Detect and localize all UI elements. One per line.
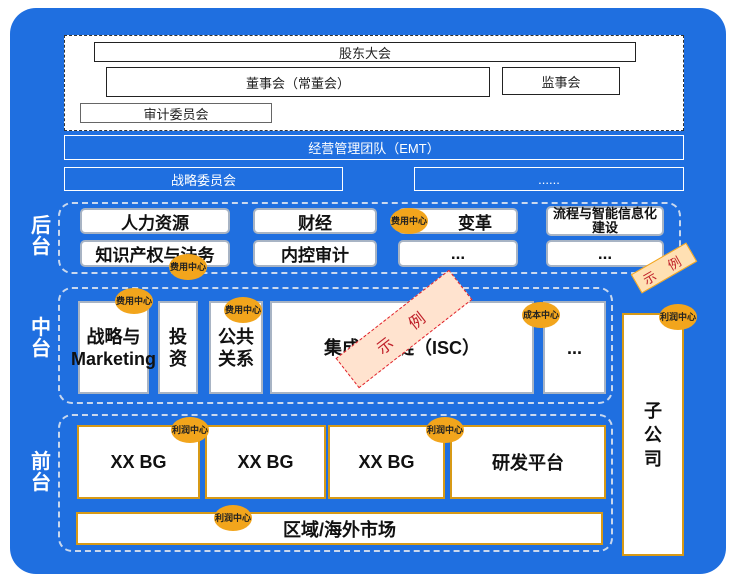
back-more-box-2: ... (546, 240, 664, 267)
ellipsis-bar-label: ...... (538, 171, 560, 187)
hr-label: 人力资源 (121, 213, 189, 233)
back-more-label-1: ... (450, 243, 466, 263)
ip-legal-box: 知识产权与法务 (80, 240, 230, 267)
tier-front-label: 前台 (31, 451, 51, 494)
investment-box: 投资 (158, 301, 198, 394)
shareholders-label: 股东大会 (338, 45, 391, 61)
back-more-label-2: ... (597, 243, 613, 263)
board-label: 董事会（常董会） (245, 75, 350, 91)
cost-center-badge-strategy: 费用中心 (115, 288, 153, 314)
finance-label: 财经 (298, 213, 332, 233)
reform-label: 变革 (458, 213, 492, 233)
tier-back-label: 后台 (31, 215, 51, 258)
emt-bar: 经营管理团队（EMT） (64, 135, 684, 160)
public-relations-label: 公共关系 (218, 326, 254, 369)
bg-label-2: XX BG (237, 451, 294, 472)
it-box: 流程与智能信息化建设 (546, 206, 664, 236)
costing-center-badge-isc: 成本中心 (522, 302, 560, 328)
audit-label: 审计委员会 (143, 106, 209, 122)
front-office-zone (58, 414, 613, 552)
supervisory-board: 监事会 (502, 67, 620, 95)
tier-middle-label: 中台 (31, 317, 51, 360)
finance-box: 财经 (253, 208, 377, 234)
bg-label-3: XX BG (358, 451, 415, 472)
strategy-marketing-box: 战略与Marketing (71, 301, 156, 394)
middle-office-zone (58, 287, 613, 404)
subsidiary-label: 子公司 (644, 400, 662, 469)
internal-audit-box: 内控审计 (253, 240, 377, 267)
profit-center-badge-bg1: 利润中心 (171, 417, 209, 443)
profit-center-badge-region: 利润中心 (214, 505, 252, 531)
ellipsis-bar: ...... (414, 167, 684, 191)
bg-box-3: XX BG (328, 425, 445, 499)
region-market-label: 区域/海外市场 (282, 519, 396, 540)
audit-committee: 审计委员会 (80, 103, 272, 123)
hr-box: 人力资源 (80, 208, 230, 234)
profit-center-badge-bg3: 利润中心 (426, 417, 464, 443)
strategy-committee-bar: 战略委员会 (64, 167, 343, 191)
bg-box-2: XX BG (205, 425, 326, 499)
investment-label: 投资 (169, 326, 187, 369)
strategy-committee-label: 战略委员会 (170, 172, 236, 188)
subsidiary-box: 子公司 (622, 313, 684, 556)
it-label: 流程与智能信息化建设 (552, 206, 657, 235)
strategy-marketing-label: 战略与Marketing (70, 326, 157, 369)
shareholders-meeting: 股东大会 (94, 42, 636, 62)
cost-center-badge-ip: 费用中心 (169, 254, 207, 280)
internal-audit-label: 内控审计 (281, 246, 349, 265)
board-of-directors: 董事会（常董会） (106, 67, 490, 97)
rd-platform-label: 研发平台 (492, 453, 564, 473)
cost-center-badge-reform: 费用中心 (390, 208, 428, 234)
profit-center-badge-subsidiary: 利润中心 (659, 304, 697, 330)
back-more-box-1: ... (398, 240, 518, 267)
emt-label: 经营管理团队（EMT） (308, 141, 440, 156)
cost-center-badge-pr: 费用中心 (224, 297, 262, 323)
region-market-box: 区域/海外市场 (76, 512, 603, 545)
rd-platform-box: 研发平台 (450, 425, 606, 499)
bg-label-1: XX BG (110, 451, 167, 472)
supervisory-label: 监事会 (541, 74, 581, 90)
back-office-zone (58, 202, 681, 274)
middle-more-label: ... (566, 337, 582, 358)
